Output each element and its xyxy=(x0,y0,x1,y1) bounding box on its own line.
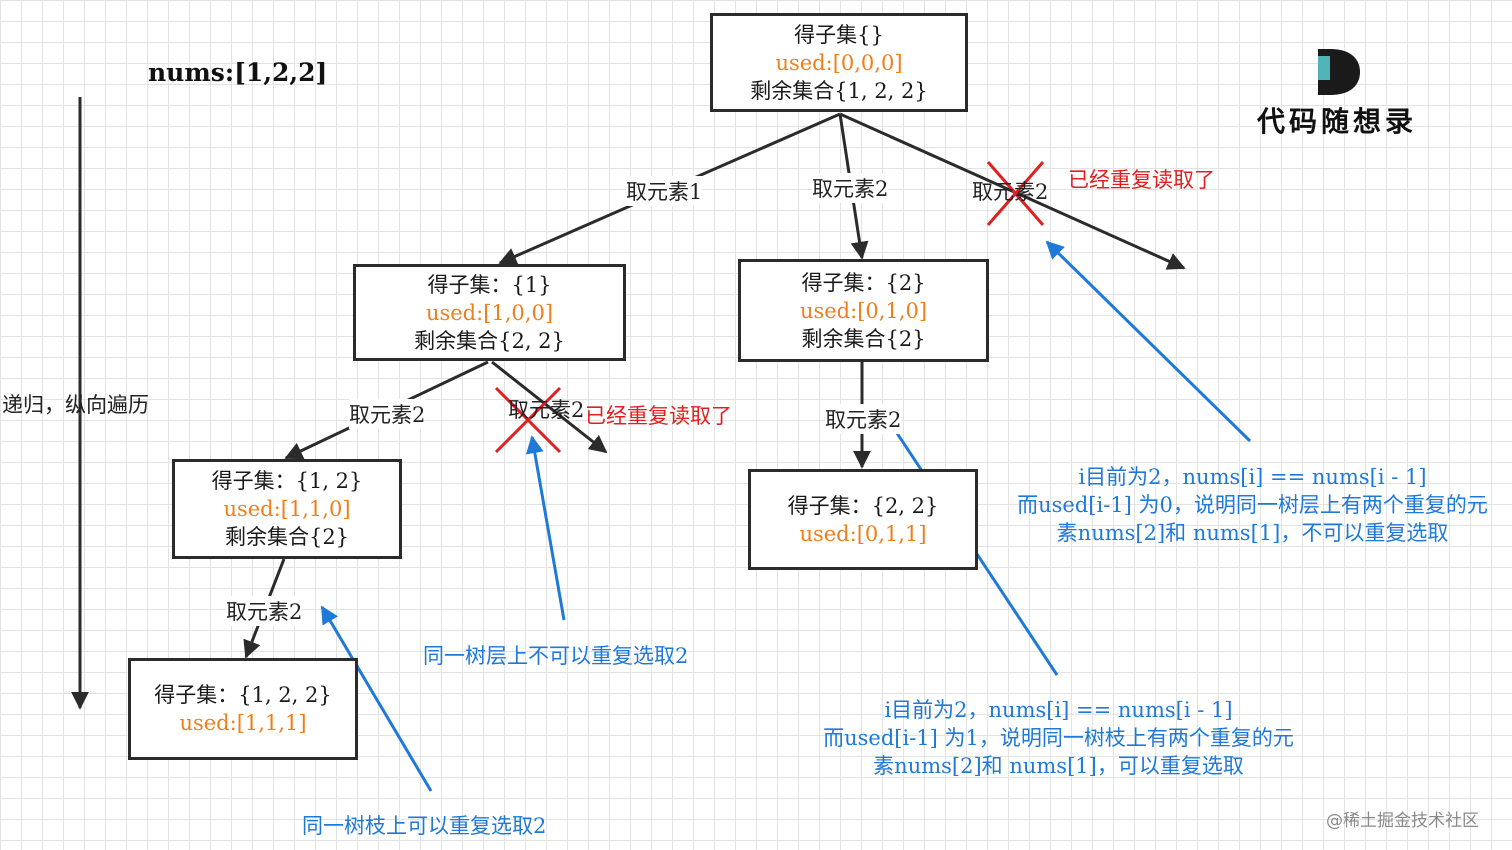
duplicate-note: 已经重复读取了 xyxy=(1068,168,1215,192)
same-level-note: 同一树层上不可以重复选取2 xyxy=(423,644,689,668)
node-rest: 剩余集合{2} xyxy=(801,326,926,351)
logo-icon xyxy=(1318,49,1360,95)
explain-line: 而used[i-1] 为1，说明同一树枝上有两个重复的元 xyxy=(823,726,1294,750)
node-1: 得子集：{1} used:[1,0,0] 剩余集合{2, 2} xyxy=(353,264,626,361)
explain-line: 素nums[2]和 nums[1]，不可以重复选取 xyxy=(1056,521,1449,545)
node-2: 得子集：{2} used:[0,1,0] 剩余集合{2} xyxy=(738,259,989,362)
node-subset: 得子集：{2, 2} xyxy=(787,493,939,518)
explain-line: i目前为2，nums[i] == nums[i - 1] xyxy=(1078,465,1427,489)
pointer-arrow xyxy=(320,605,433,792)
logo-text: 代码随想录 xyxy=(1257,105,1418,138)
node-used: used:[0,1,0] xyxy=(799,298,928,323)
cross-icon xyxy=(986,161,1045,226)
same-branch-note: 同一树枝上可以重复选取2 xyxy=(302,814,547,838)
highlight-underlines xyxy=(250,46,946,713)
edge-label: 取元素2 xyxy=(812,173,889,203)
edge-label: 取元素2 xyxy=(825,404,902,434)
node-used: used:[1,0,0] xyxy=(425,300,554,325)
explain-line: 素nums[2]和 nums[1]，可以重复选取 xyxy=(873,754,1244,778)
node-used: used:[0,1,1] xyxy=(799,521,927,546)
node-subset: 得子集：{1, 2, 2} xyxy=(154,683,332,707)
node-2-2: 得子集：{2, 2} used:[0,1,1] xyxy=(748,469,978,570)
node-1-2: 得子集：{1, 2} used:[1,1,0] 剩余集合{2} xyxy=(172,459,402,559)
explain-line: i目前为2，nums[i] == nums[i - 1] xyxy=(884,698,1233,722)
edge-label: 取元素2 xyxy=(508,398,585,422)
edge-label: 取元素2 xyxy=(226,596,303,626)
duplicate-note: 已经重复读取了 xyxy=(585,404,732,428)
node-subset: 得子集：{2} xyxy=(801,270,926,295)
edge-n1-pruned xyxy=(491,360,608,454)
node-root: 得子集{} used:[0,0,0] 剩余集合{1, 2, 2} xyxy=(710,13,968,112)
recursion-label: 递归，纵向遍历 xyxy=(2,393,149,417)
node-used: used:[0,0,0] xyxy=(775,50,903,75)
node-used: used:[1,1,1] xyxy=(179,711,307,735)
explain-line: 而used[i-1] 为0，说明同一树层上有两个重复的元 xyxy=(1017,493,1488,517)
cross-icon xyxy=(494,386,562,454)
edge-label: 取元素1 xyxy=(626,176,703,206)
watermark: @稀土掘金技术社区 xyxy=(1326,811,1479,831)
node-rest: 剩余集合{1, 2, 2} xyxy=(750,78,928,103)
node-used: used:[1,1,0] xyxy=(223,497,351,521)
page-title: nums:[1,2,2] xyxy=(148,58,328,87)
edge-label: 取元素2 xyxy=(972,180,1049,204)
node-rest: 剩余集合{2} xyxy=(224,525,350,549)
pointer-arrow xyxy=(1045,240,1252,443)
node-subset: 得子集：{1} xyxy=(427,272,552,297)
explain-branch-note: i目前为2，nums[i] == nums[i - 1] 而used[i-1] … xyxy=(806,696,1311,780)
node-rest: 剩余集合{2, 2} xyxy=(414,328,565,353)
node-subset: 得子集：{1, 2} xyxy=(211,469,363,493)
explain-level-note: i目前为2，nums[i] == nums[i - 1] 而used[i-1] … xyxy=(1000,463,1505,547)
node-subset: 得子集{} xyxy=(794,22,884,47)
node-1-2-2: 得子集：{1, 2, 2} used:[1,1,1] xyxy=(128,658,358,760)
pointer-arrow xyxy=(525,435,566,621)
edge-label: 取元素2 xyxy=(349,399,426,429)
